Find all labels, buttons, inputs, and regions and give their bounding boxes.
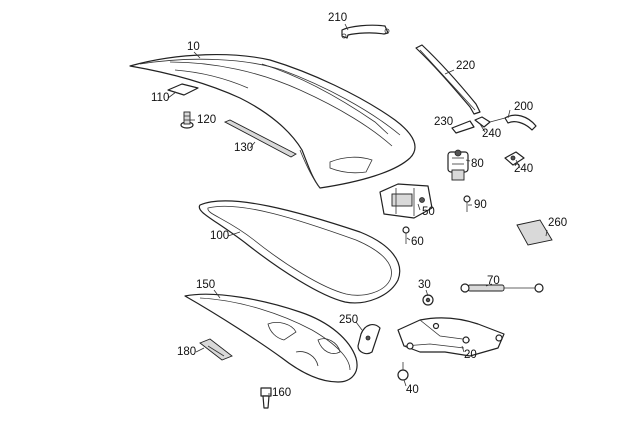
callout-60: 60 [411,236,424,248]
part-250-cover[interactable] [357,324,381,355]
callout-120: 120 [197,114,217,126]
callout-130: 130 [234,142,254,154]
callout-90: 90 [474,199,487,211]
part-40-bolt[interactable] [397,362,409,381]
callout-240-upper: 240 [482,128,502,140]
callout-70: 70 [487,275,500,287]
callout-200: 200 [514,101,534,113]
callout-20: 20 [464,349,477,361]
part-90-screw[interactable] [463,195,471,212]
callout-150: 150 [196,279,216,291]
part-80-lock-cylinder[interactable] [447,149,469,181]
callout-10: 10 [187,41,200,53]
part-70-gas-strut[interactable] [460,283,544,293]
callout-240-lower: 240 [514,163,534,175]
part-200-hose[interactable] [489,114,537,131]
callout-30: 30 [418,279,431,291]
callout-160: 160 [272,387,292,399]
callout-260: 260 [548,217,568,229]
part-10-trunk-lid[interactable] [129,54,416,189]
part-210-hose[interactable] [341,24,390,39]
part-130-trim-strip[interactable] [223,119,297,158]
part-50-lock-assembly[interactable] [379,183,433,219]
part-110-pad[interactable] [167,83,199,96]
part-30-bolt[interactable] [422,294,434,306]
callout-180: 180 [177,346,197,358]
callout-210: 210 [328,12,348,24]
part-180-handle[interactable] [199,338,233,361]
part-60-screw[interactable] [402,226,410,244]
leader-lines [167,23,548,395]
callout-110: 110 [151,92,170,104]
part-120-bolt[interactable] [180,111,194,129]
callout-100: 100 [210,230,230,242]
callout-220: 220 [456,60,476,72]
part-240-washer-nozzle[interactable] [504,151,525,166]
part-260-label[interactable] [516,219,553,246]
part-220-washer-tube[interactable] [415,44,481,115]
callout-80: 80 [471,158,484,170]
callout-50: 50 [422,206,435,218]
part-160-clip[interactable] [260,387,272,409]
callout-250: 250 [339,314,359,326]
part-150-inner-trim-panel[interactable] [184,293,358,383]
part-20-hinge[interactable] [397,317,505,357]
part-100-seal[interactable] [198,200,401,304]
callout-230: 230 [434,116,454,128]
callout-40: 40 [406,384,419,396]
